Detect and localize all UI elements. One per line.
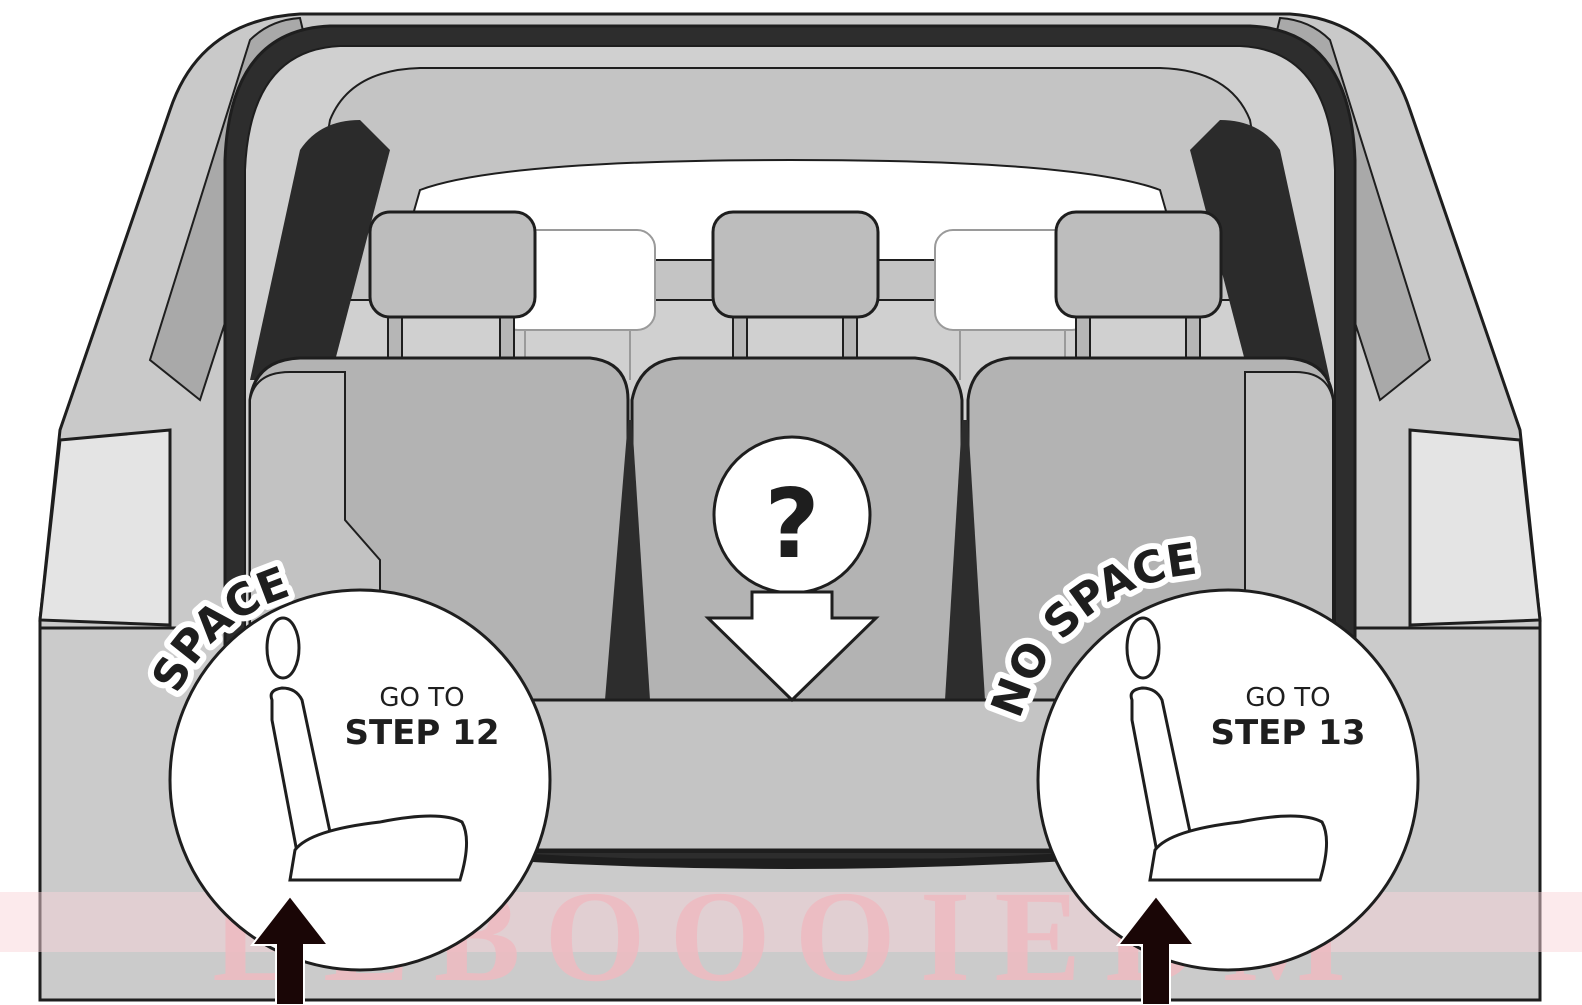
question-mark: ?: [764, 470, 819, 580]
no-space-goto-label: GO TO: [1245, 683, 1330, 713]
right-headrest: [1056, 212, 1221, 317]
right-tail-light: [1410, 430, 1540, 625]
no-space-step-label: STEP 13: [1211, 713, 1366, 753]
space-goto-label: GO TO: [379, 683, 464, 713]
left-tail-light: [40, 430, 170, 625]
no-space-option-circle: [1038, 590, 1418, 970]
space-step-label: STEP 12: [345, 713, 500, 753]
center-headrest: [713, 212, 878, 317]
space-option-circle: [170, 590, 550, 970]
left-headrest: [370, 212, 535, 317]
